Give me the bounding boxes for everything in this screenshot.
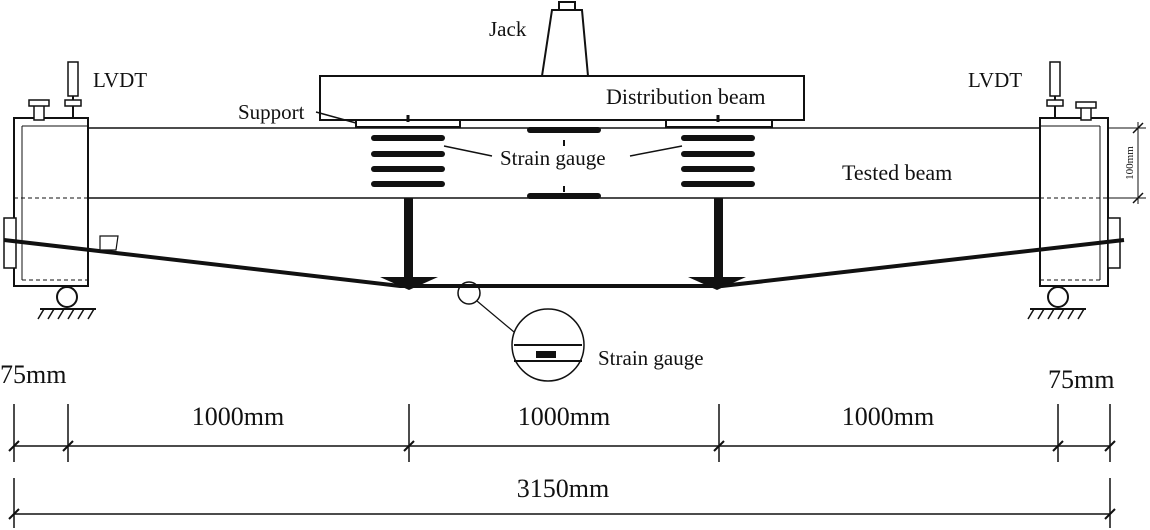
- lvdt-left-icon: [64, 61, 82, 118]
- dim-total: 3150mm: [517, 474, 609, 503]
- strain-gauge-detail-label: Strain gauge: [598, 346, 704, 370]
- strain-gauge-label: Strain gauge: [500, 146, 606, 170]
- support-leader: [315, 111, 357, 124]
- roller-support-right: [1027, 286, 1086, 320]
- span-dimension-line: [8, 404, 1116, 462]
- beam-depth-dimension: [1108, 122, 1146, 204]
- beam-depth-label: 100mm: [1124, 146, 1136, 180]
- detail-callout: [457, 281, 585, 382]
- total-dimension-line: [8, 478, 1116, 528]
- lvdt-right-icon: [1046, 61, 1064, 118]
- dim-span-2: 1000mm: [518, 402, 610, 431]
- deviator-posts: [380, 198, 746, 290]
- jack: [540, 1, 590, 77]
- support-label: Support: [238, 100, 305, 124]
- dim-span-3: 1000mm: [842, 402, 934, 431]
- distribution-beam-label: Distribution beam: [606, 84, 765, 109]
- left-end-block: [3, 99, 89, 287]
- roller-support-left: [37, 286, 96, 320]
- distribution-beam: [319, 75, 805, 121]
- dim-span-1: 1000mm: [192, 402, 284, 431]
- dim-overhang-right: 75mm: [1048, 365, 1114, 394]
- right-end-block: [1039, 101, 1121, 287]
- strain-gauge-leaders: [443, 145, 683, 157]
- lvdt-right-label: LVDT: [968, 68, 1022, 92]
- tested-beam-label: Tested beam: [842, 160, 952, 185]
- dim-overhang-left: 75mm: [0, 360, 66, 389]
- lvdt-left-label: LVDT: [93, 68, 147, 92]
- tendon-anchor-left: [99, 235, 119, 251]
- strain-gauges: [371, 127, 755, 199]
- jack-label: Jack: [489, 17, 527, 41]
- external-tendon: [3, 238, 1125, 288]
- support-plates: [355, 115, 773, 128]
